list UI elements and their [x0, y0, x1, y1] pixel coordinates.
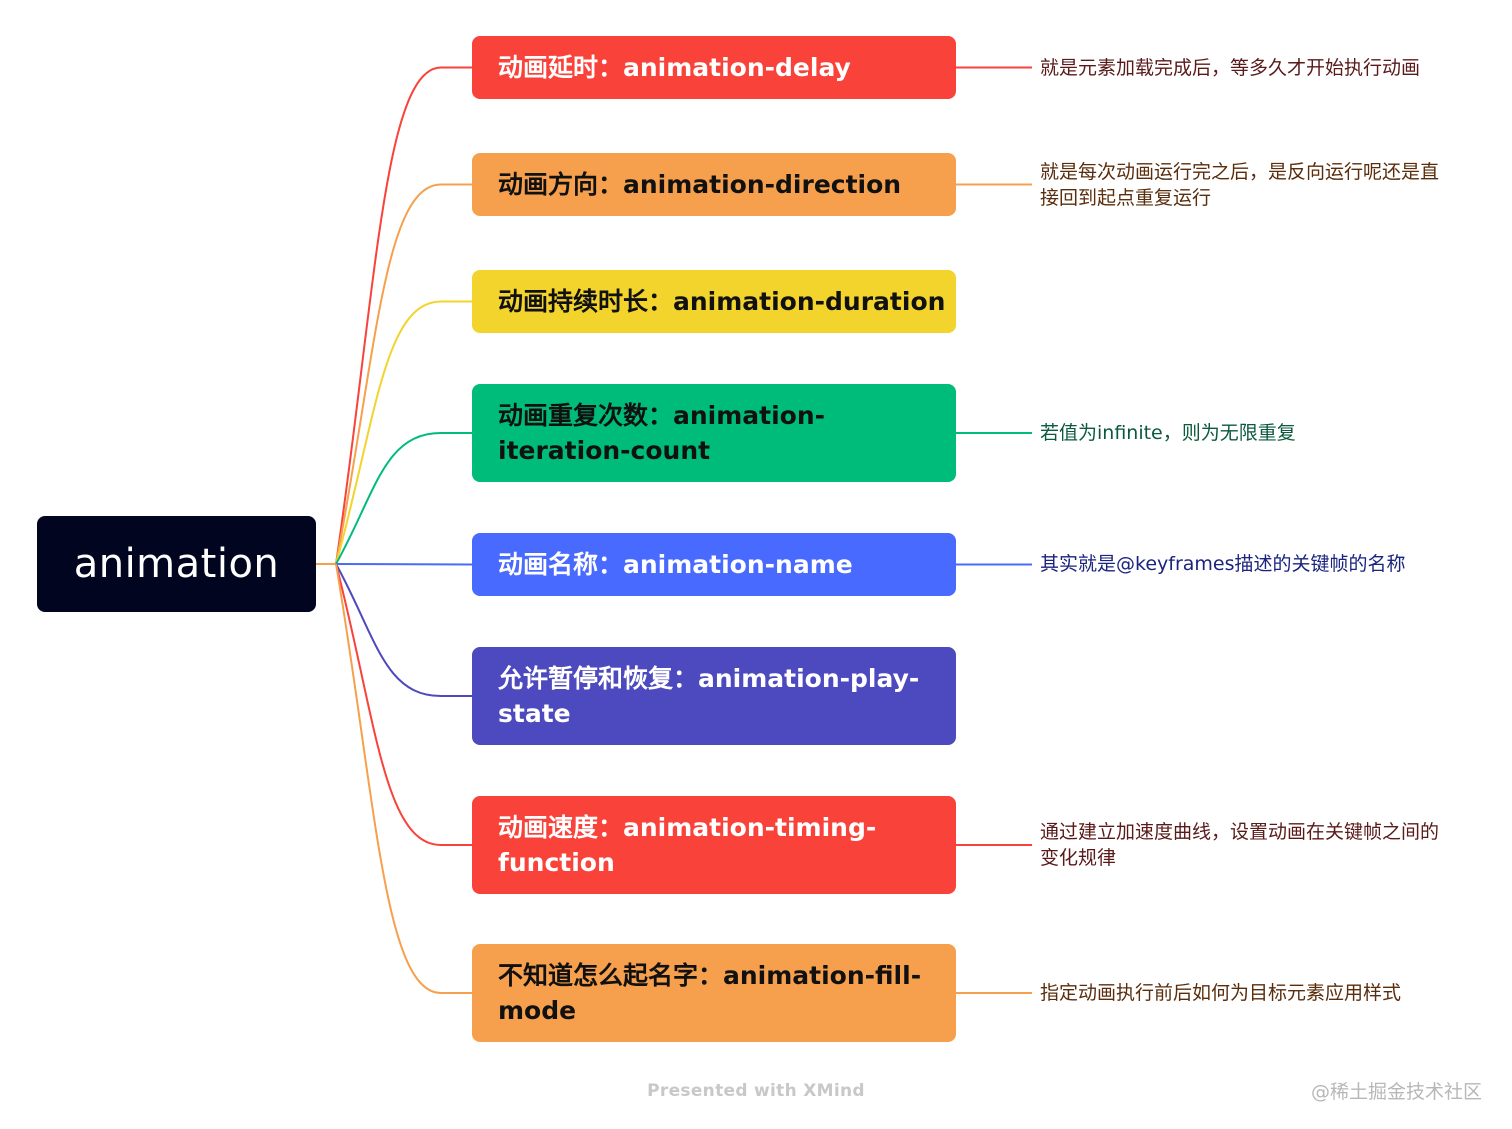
branch-connector: [335, 66, 472, 565]
root-topic[interactable]: animation: [37, 516, 316, 612]
topic-animation-play-state[interactable]: 允许暂停和恢复：animation-play- state: [472, 647, 956, 745]
topic-label-line: 不知道怎么起名字：animation-fill-: [498, 961, 922, 990]
branch-connector: [335, 432, 472, 565]
topic-label: 动画方向：animation-direction: [498, 167, 901, 202]
note-line: 就是每次动画运行完之后，是反向运行呢还是直: [1040, 161, 1440, 183]
note-animation-delay[interactable]: 就是元素加载完成后，等多久才开始执行动画: [1040, 55, 1480, 81]
topic-label-line: 动画方向：animation-direction: [498, 170, 902, 199]
topic-label-line: 动画速度：animation-timing-: [498, 813, 877, 842]
topic-label: 允许暂停和恢复：animation-play- state: [498, 661, 919, 731]
root-topic-label: animation: [73, 541, 280, 587]
branch-connector: [335, 563, 472, 994]
branch-connector: [335, 563, 472, 697]
topic-label-line: state: [498, 699, 571, 728]
topic-animation-iteration-count[interactable]: 动画重复次数：animation- iteration-count: [472, 384, 956, 482]
note-animation-timing-function[interactable]: 通过建立加速度曲线，设置动画在关键帧之间的 变化规律: [1040, 819, 1480, 871]
presented-with-footer: Presented with XMind: [647, 1081, 865, 1101]
topic-label-line: 动画延时：animation-delay: [498, 53, 851, 82]
topic-label: 不知道怎么起名字：animation-fill- mode: [498, 958, 921, 1028]
topic-animation-name[interactable]: 动画名称：animation-name: [472, 533, 956, 596]
note-line: 其实就是@keyframes描述的关键帧的名称: [1040, 553, 1406, 575]
topic-label-line: 动画重复次数：animation-: [498, 401, 826, 430]
note-line: 通过建立加速度曲线，设置动画在关键帧之间的: [1040, 821, 1440, 843]
note-animation-fill-mode[interactable]: 指定动画执行前后如何为目标元素应用样式: [1040, 980, 1480, 1006]
note-line: 若值为infinite，则为无限重复: [1040, 422, 1296, 444]
note-animation-name[interactable]: 其实就是@keyframes描述的关键帧的名称: [1040, 551, 1480, 577]
watermark: @稀土掘金技术社区: [1310, 1081, 1482, 1103]
branch-connector: [335, 563, 472, 846]
topic-animation-fill-mode[interactable]: 不知道怎么起名字：animation-fill- mode: [472, 944, 956, 1042]
topic-label: 动画延时：animation-delay: [498, 50, 851, 85]
topic-label: 动画重复次数：animation- iteration-count: [498, 398, 825, 468]
note-line: 变化规律: [1040, 847, 1117, 869]
topic-animation-duration[interactable]: 动画持续时长：animation-duration: [472, 270, 956, 333]
topic-label-line: 动画持续时长：animation-duration: [498, 287, 946, 316]
topic-animation-timing-function[interactable]: 动画速度：animation-timing- function: [472, 796, 956, 894]
topic-animation-delay[interactable]: 动画延时：animation-delay: [472, 36, 956, 99]
note-line: 就是元素加载完成后，等多久才开始执行动画: [1040, 57, 1421, 79]
note-line: 指定动画执行前后如何为目标元素应用样式: [1040, 982, 1402, 1004]
topic-label: 动画名称：animation-name: [498, 547, 853, 582]
topic-label: 动画速度：animation-timing- function: [498, 810, 876, 880]
topic-label: 动画持续时长：animation-duration: [498, 284, 945, 319]
topic-label-line: function: [498, 848, 615, 877]
topic-label-line: iteration-count: [498, 436, 711, 465]
note-animation-direction[interactable]: 就是每次动画运行完之后，是反向运行呢还是直 接回到起点重复运行: [1040, 159, 1480, 211]
branch-connector: [335, 300, 472, 565]
note-line: 接回到起点重复运行: [1040, 187, 1212, 209]
topic-label-line: mode: [498, 996, 577, 1025]
branch-connector: [335, 563, 473, 566]
topic-label-line: 允许暂停和恢复：animation-play-: [498, 664, 920, 693]
branch-connector: [335, 183, 472, 565]
topic-label-line: 动画名称：animation-name: [498, 550, 853, 579]
topic-animation-direction[interactable]: 动画方向：animation-direction: [472, 153, 956, 216]
note-animation-iteration-count[interactable]: 若值为infinite，则为无限重复: [1040, 420, 1480, 446]
